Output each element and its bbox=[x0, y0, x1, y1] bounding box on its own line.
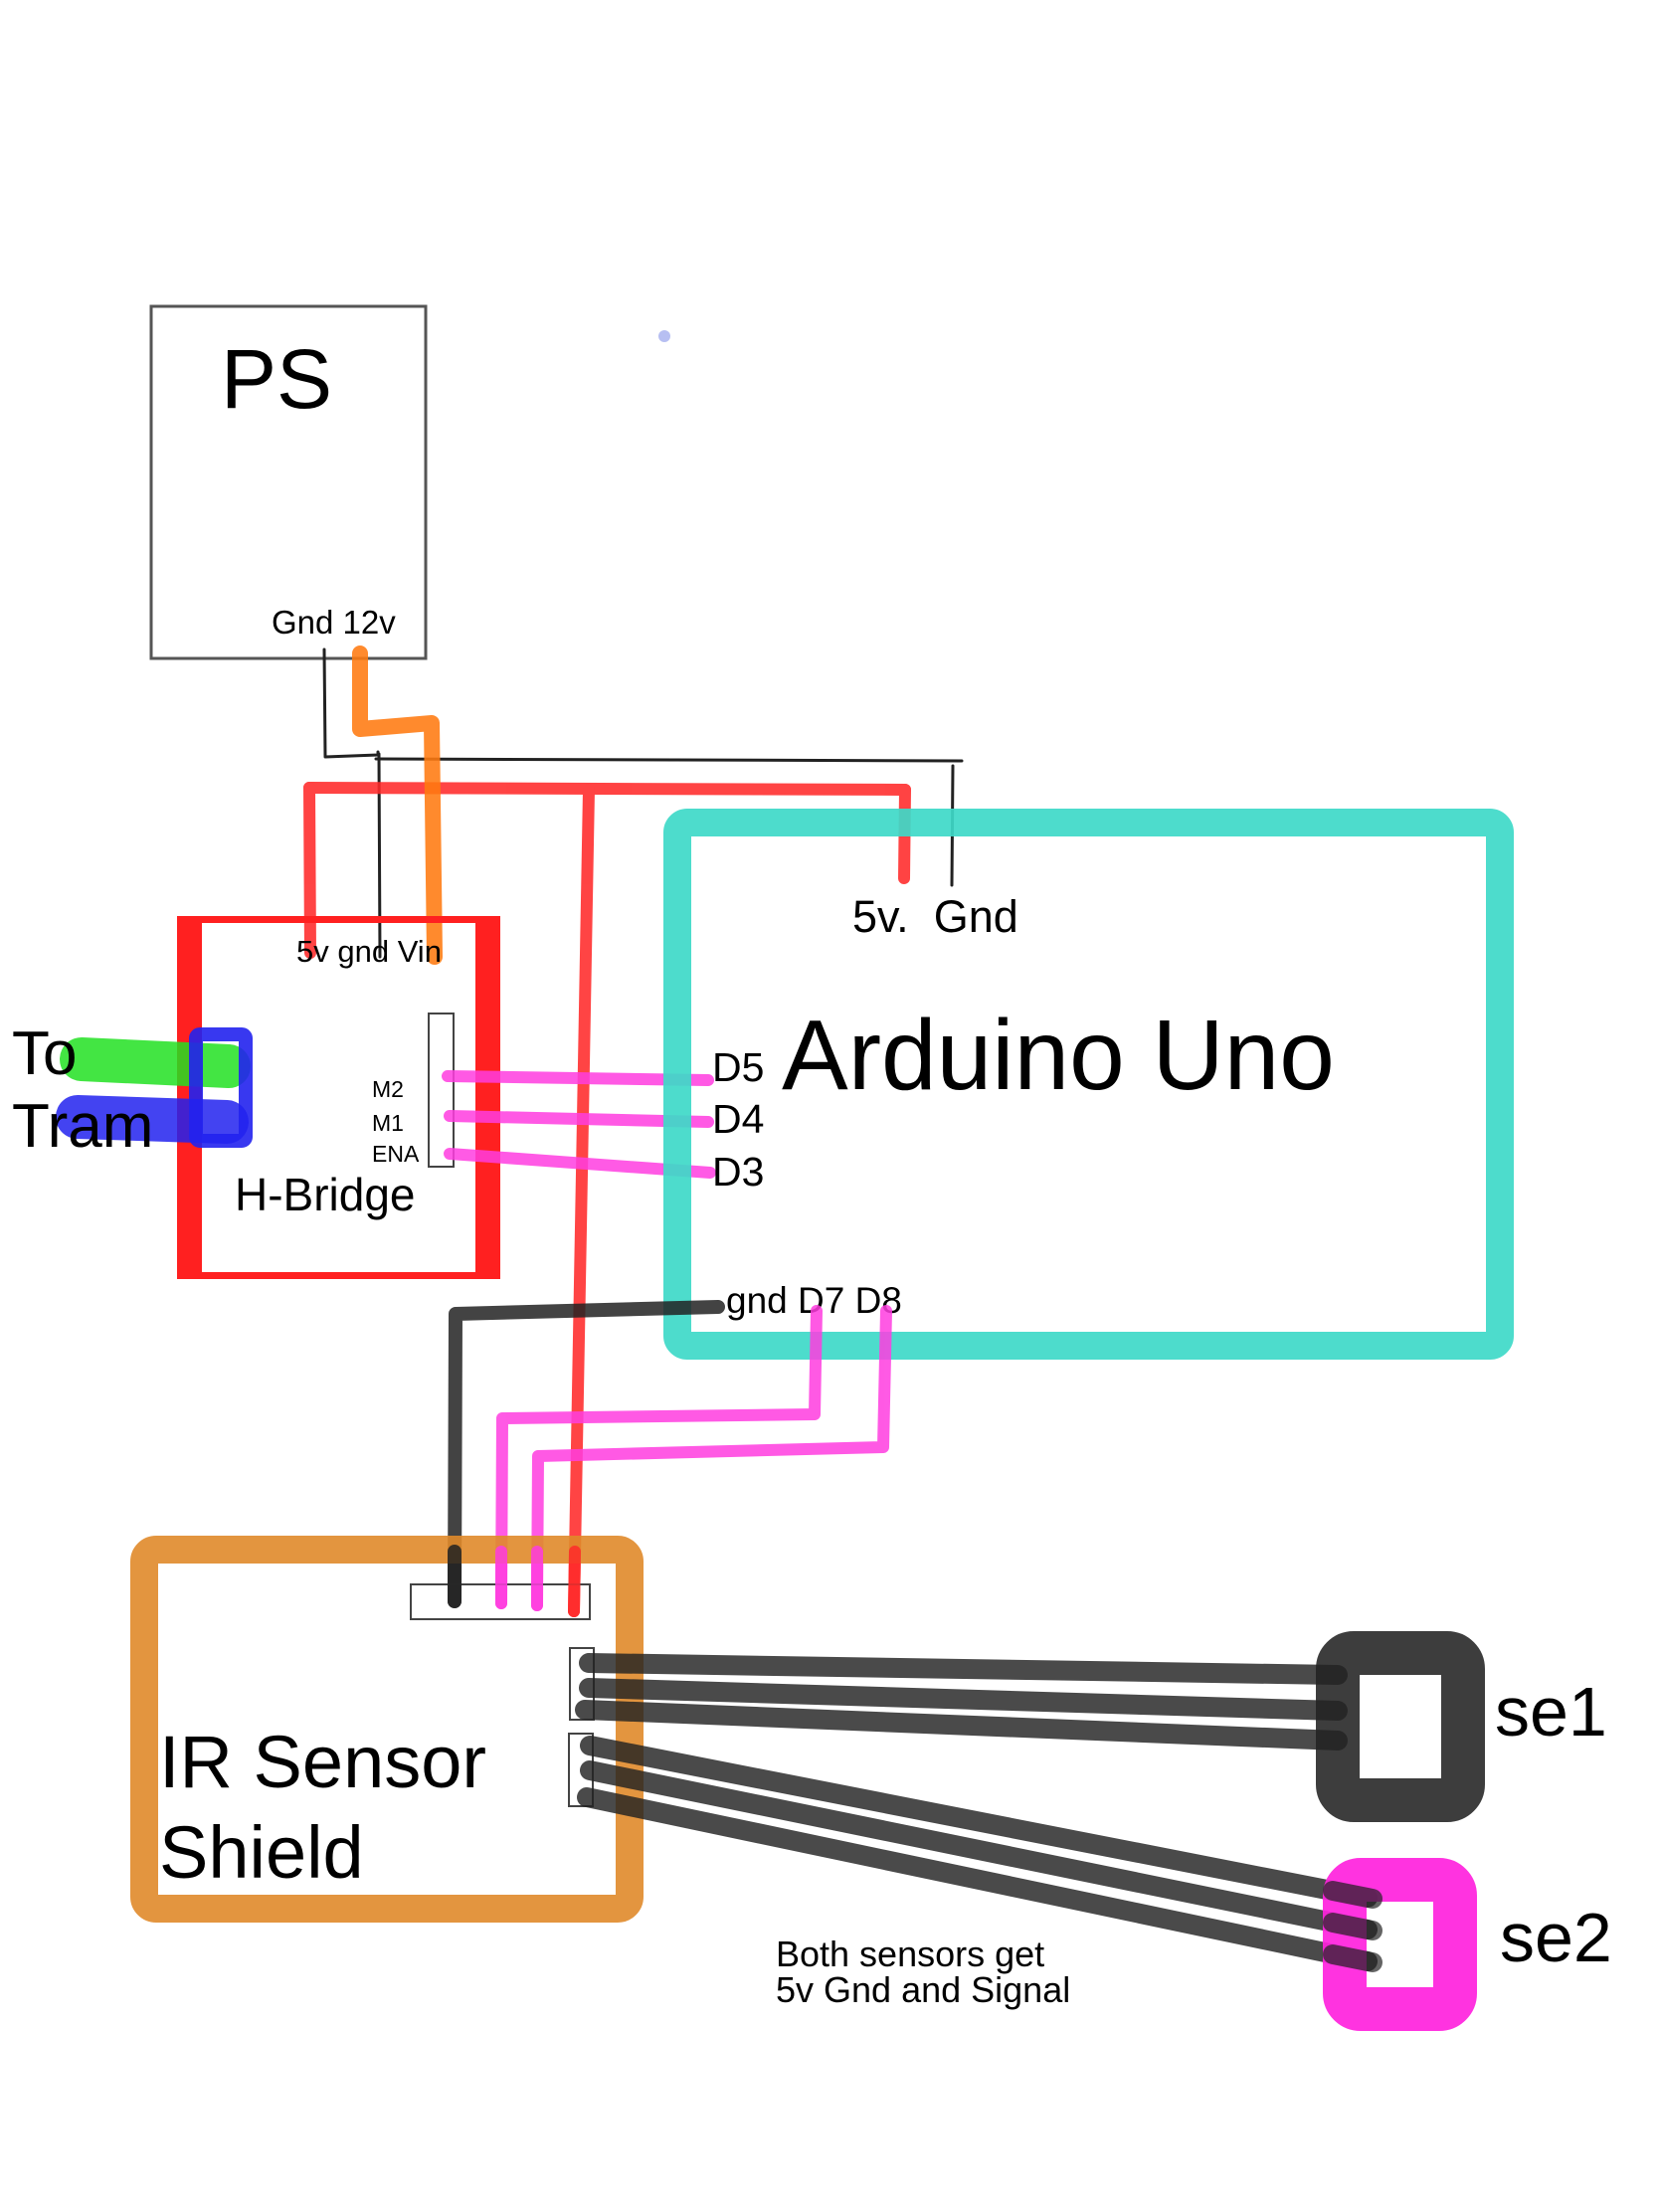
se1-label: se1 bbox=[1495, 1673, 1607, 1751]
se2-wire-end-1 bbox=[1323, 1881, 1382, 1909]
h-bridge-pin-ena: ENA bbox=[372, 1141, 420, 1167]
wire-5v-to-hbridge bbox=[303, 782, 316, 959]
h-bridge-control-header bbox=[428, 1013, 455, 1168]
wire-5v-to-ir-shield bbox=[568, 784, 595, 1617]
arduino-label: Arduino Uno bbox=[782, 1000, 1335, 1111]
se2-label: se2 bbox=[1500, 1899, 1612, 1976]
wire-5v-bus bbox=[303, 782, 911, 796]
red-5v-wires bbox=[303, 782, 911, 1617]
h-bridge-power-pins-label: 5v gnd Vin bbox=[296, 934, 442, 969]
se1-box bbox=[1316, 1631, 1485, 1822]
power-supply-box bbox=[149, 304, 428, 660]
stray-dot bbox=[658, 330, 670, 342]
header-end-5v bbox=[568, 1546, 581, 1617]
ir-shield-label-line1: IR Sensor bbox=[159, 1721, 486, 1803]
h-bridge-bottom-edge bbox=[177, 1272, 500, 1279]
sensor2-cable bbox=[577, 1736, 1378, 1971]
wire-12v-to-vin bbox=[352, 645, 443, 965]
signal-wires-d7-d8 bbox=[495, 1305, 892, 1611]
arduino-pin-d3: D3 bbox=[712, 1149, 764, 1195]
arduino-outline bbox=[663, 809, 1514, 1360]
arduino-uno: 5v. Gnd Arduino Uno D5 D4 D3 gnd D7 D8 bbox=[663, 809, 1514, 1360]
wire-d8-to-ir bbox=[531, 1305, 892, 1611]
power-supply: PS Gnd 12v bbox=[149, 304, 428, 660]
arduino-pin-d5: D5 bbox=[712, 1044, 764, 1090]
sensor-note-line1: Both sensors get bbox=[776, 1934, 1044, 1974]
wire-gnd-bus bbox=[374, 757, 964, 763]
se2-wire-end-3 bbox=[1323, 1944, 1382, 1972]
h-bridge-right-edge bbox=[475, 917, 500, 1278]
wire-d7-to-ir bbox=[495, 1305, 823, 1609]
h-bridge-label: H-Bridge bbox=[235, 1169, 416, 1220]
arduino-power-pins-label: 5v. Gnd bbox=[852, 891, 1018, 942]
sensor-note-line2: 5v Gnd and Signal bbox=[776, 1969, 1070, 2010]
power-supply-label: PS bbox=[221, 332, 332, 426]
tram-label-tram: Tram bbox=[12, 1092, 153, 1161]
se2-wire-1 bbox=[580, 1736, 1378, 1908]
sensor1-cable bbox=[575, 1653, 1348, 1751]
ir-sensor-shield: IR Sensor Shield bbox=[130, 1536, 644, 1923]
se2-wire-3 bbox=[577, 1787, 1378, 1971]
tram-wire-green bbox=[60, 1037, 251, 1088]
arduino-pin-d4: D4 bbox=[712, 1096, 764, 1142]
se2-wire-end-2 bbox=[1323, 1913, 1382, 1940]
tram-connector-bracket bbox=[189, 1027, 253, 1148]
se1-wire-3 bbox=[575, 1700, 1348, 1751]
power-supply-pins-label: Gnd 12v bbox=[272, 604, 396, 641]
h-bridge-top-edge bbox=[177, 916, 500, 923]
se2-box bbox=[1323, 1858, 1477, 2031]
tram-connection: To Tram bbox=[12, 1019, 253, 1161]
header-wire-ends bbox=[448, 1545, 581, 1617]
h-bridge-pin-m2: M2 bbox=[372, 1076, 404, 1102]
ir-shield-label-line2: Shield bbox=[159, 1811, 364, 1894]
sensor-note: Both sensors get 5v Gnd and Signal bbox=[776, 1934, 1070, 2010]
se2-wire-2 bbox=[580, 1760, 1378, 1939]
wire-arduino-gnd-to-ir bbox=[448, 1300, 725, 1608]
tram-label-to: To bbox=[12, 1019, 77, 1088]
se1-wire-2 bbox=[579, 1678, 1348, 1721]
sensor-se1: se1 bbox=[1316, 1631, 1607, 1822]
h-bridge-pin-m1: M1 bbox=[372, 1110, 404, 1136]
ir-shield-outline bbox=[130, 1536, 644, 1923]
se1-wire-1 bbox=[579, 1653, 1348, 1685]
sensor-se2: se2 bbox=[1323, 1858, 1612, 2031]
